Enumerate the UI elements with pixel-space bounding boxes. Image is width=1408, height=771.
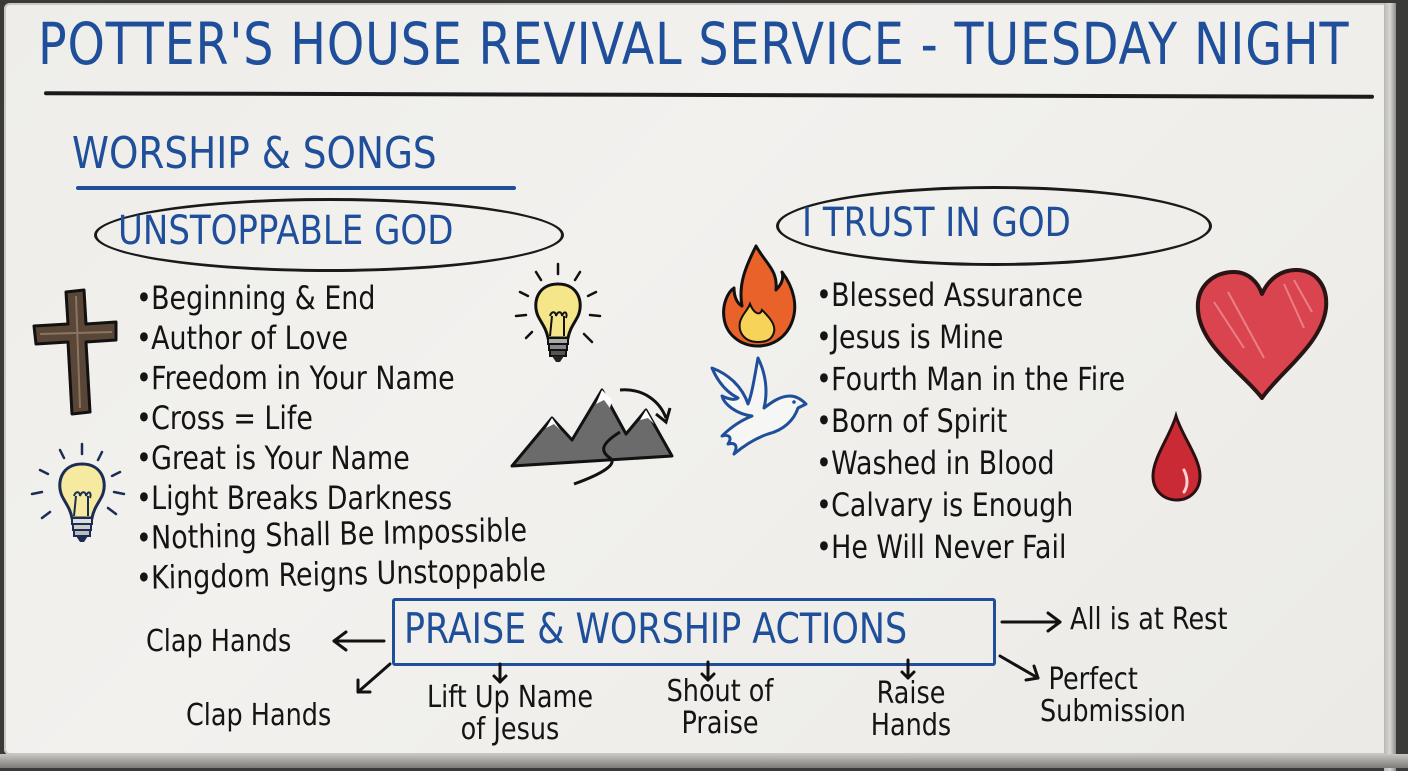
list-item: •Born of Spirit bbox=[816, 402, 1008, 440]
heart-icon bbox=[1195, 268, 1329, 400]
board-title: POTTER'S HOUSE REVIVAL SERVICE - TUESDAY… bbox=[38, 10, 1350, 78]
group-heading-i-trust-in-god: I TRUST IN GOD bbox=[802, 200, 1071, 246]
list-item: •Washed in Blood bbox=[816, 444, 1055, 482]
action-right: All is at Rest bbox=[1070, 602, 1228, 637]
oval-unstoppable-god bbox=[94, 198, 564, 272]
action-below-4: Perfect Submission bbox=[1040, 662, 1186, 729]
flame-icon bbox=[722, 244, 797, 348]
group-heading-unstoppable-god: UNSTOPPABLE GOD bbox=[118, 208, 454, 254]
action-below-1: Lift Up Name of Jesus bbox=[426, 680, 594, 747]
actions-box bbox=[392, 598, 996, 666]
list-item: •Fourth Man in the Fire bbox=[816, 360, 1126, 398]
list-item: •Light Breaks Darkness bbox=[136, 479, 453, 517]
section-underline bbox=[76, 186, 516, 190]
list-item: •Freedom in Your Name bbox=[136, 359, 455, 397]
list-item: •Great is Your Name bbox=[136, 439, 410, 477]
lightbulb-icon bbox=[30, 442, 126, 542]
list-item: •Author of Love bbox=[136, 319, 349, 357]
section-heading: WORSHIP & SONGS bbox=[72, 128, 437, 179]
dove-icon bbox=[710, 356, 808, 456]
list-item: •Blessed Assurance bbox=[816, 276, 1084, 314]
blood-drop-icon bbox=[1151, 410, 1202, 502]
whiteboard-tray bbox=[0, 754, 1408, 768]
list-item: •Calvary is Enough bbox=[816, 486, 1074, 524]
mountains-icon bbox=[510, 388, 674, 486]
list-item: •He Will Never Fail bbox=[816, 528, 1067, 566]
whiteboard-frame-right bbox=[1384, 3, 1396, 771]
action-left: Clap Hands bbox=[146, 624, 292, 659]
song-list-unstoppable-god: •Beginning & End •Author of Love •Freedo… bbox=[136, 278, 624, 598]
oval-i-trust-in-god bbox=[776, 186, 1212, 266]
action-below-0: Clap Hands bbox=[186, 698, 332, 733]
whiteboard bbox=[4, 3, 1396, 771]
cross-icon bbox=[32, 288, 118, 416]
action-below-3: Raise Hands bbox=[870, 676, 952, 743]
lightbulb-icon bbox=[514, 262, 602, 362]
list-item: •Beginning & End bbox=[136, 279, 376, 317]
song-list-i-trust-in-god: •Blessed Assurance •Jesus is Mine •Fourt… bbox=[816, 274, 1184, 568]
list-item: •Jesus is Mine bbox=[816, 318, 1004, 356]
actions-heading: PRAISE & WORSHIP ACTIONS bbox=[404, 604, 908, 653]
list-item: •Cross = Life bbox=[136, 399, 313, 437]
action-below-2: Shout of Praise bbox=[666, 674, 774, 741]
